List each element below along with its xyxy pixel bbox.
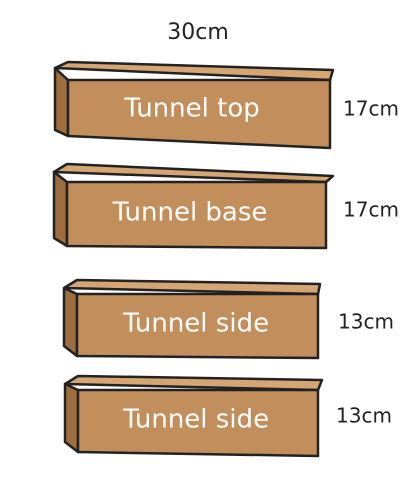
board-side-face [52, 170, 69, 248]
board-label: Tunnel side [122, 405, 269, 435]
board-top-face [62, 278, 322, 296]
board-front-face [65, 180, 328, 250]
board-front-face [76, 388, 320, 458]
board-side-face [53, 66, 70, 138]
board-tunnel-base: Tunnel base 17cm [52, 162, 399, 250]
board-label: Tunnel base [112, 198, 268, 228]
board-front-face [75, 292, 320, 360]
board-length-label: 17cm [343, 97, 399, 121]
board-tunnel-side-2: Tunnel side 13cm [63, 374, 392, 458]
board-tunnel-top: Tunnel top 17cm [53, 60, 399, 150]
board-tunnel-side-1: Tunnel side 13cm [62, 278, 394, 360]
width-dimension-label: 30cm [167, 20, 229, 45]
board-side-face [62, 286, 79, 358]
board-length-label: 13cm [338, 310, 394, 334]
board-top-face [52, 162, 335, 184]
board-length-label: 17cm [343, 198, 399, 222]
board-label: Tunnel top [123, 94, 259, 124]
board-length-label: 13cm [336, 404, 392, 428]
board-top-face [53, 60, 335, 82]
board-front-face [66, 78, 332, 150]
board-top-face [63, 374, 324, 392]
board-side-face [63, 382, 80, 454]
board-label: Tunnel side [122, 309, 269, 339]
